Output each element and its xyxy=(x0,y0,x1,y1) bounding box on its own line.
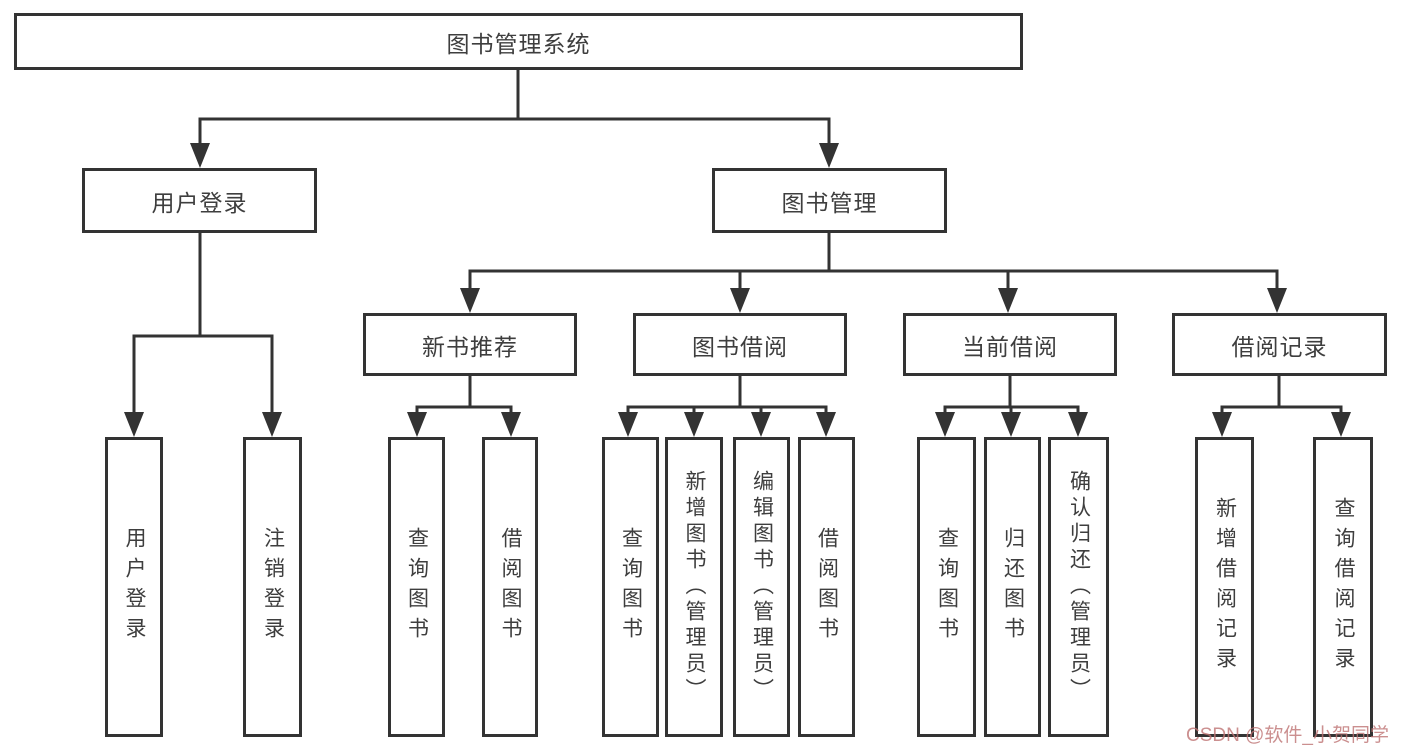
leaf-borrow-books: 借阅图书 xyxy=(798,437,855,737)
leaf-borrow-books-recommend: 借阅图书 xyxy=(482,437,538,737)
leaf-add-borrow-record: 新增借阅记录 xyxy=(1195,437,1254,737)
leaf-query-books-current: 查询图书 xyxy=(917,437,976,737)
node-current-borrow: 当前借阅 xyxy=(903,313,1117,376)
leaf-add-books-admin: 新增图书（管理员） xyxy=(665,437,723,737)
leaf-query-books-recommend: 查询图书 xyxy=(388,437,445,737)
leaf-confirm-return-admin: 确认归还（管理员） xyxy=(1048,437,1109,737)
node-new-book-recommend: 新书推荐 xyxy=(363,313,577,376)
node-book-borrow: 图书借阅 xyxy=(633,313,847,376)
node-user-login: 用户登录 xyxy=(82,168,317,233)
leaf-user-login: 用户登录 xyxy=(105,437,163,737)
leaf-return-books: 归还图书 xyxy=(984,437,1041,737)
node-borrow-records: 借阅记录 xyxy=(1172,313,1387,376)
csdn-watermark: CSDN @软件_小贺同学 xyxy=(1186,725,1389,746)
leaf-logout: 注销登录 xyxy=(243,437,302,737)
node-root-library-system: 图书管理系统 xyxy=(14,13,1023,70)
leaf-query-books-borrow: 查询图书 xyxy=(602,437,659,737)
leaf-query-borrow-record: 查询借阅记录 xyxy=(1313,437,1373,737)
leaf-edit-books-admin: 编辑图书（管理员） xyxy=(733,437,790,737)
node-book-management: 图书管理 xyxy=(712,168,947,233)
